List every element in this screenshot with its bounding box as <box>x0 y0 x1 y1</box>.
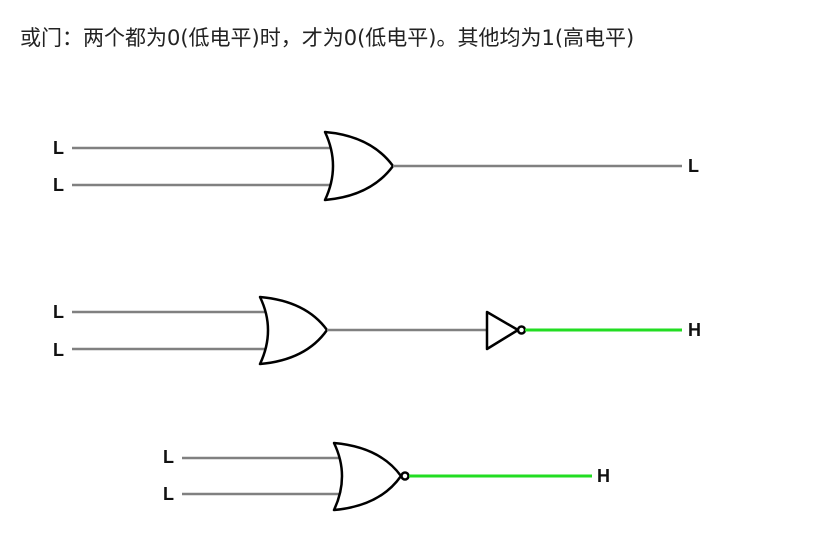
output-label: L <box>688 156 699 176</box>
nor-gate-icon <box>332 441 403 512</box>
or-gate-icon <box>323 130 395 202</box>
inversion-bubble-icon <box>400 471 410 481</box>
input-label: L <box>53 138 64 158</box>
not-gate-icon <box>485 310 520 351</box>
circuit-nor: L L H <box>163 441 610 512</box>
input-label: L <box>163 484 174 504</box>
circuit-or-not: L L H <box>53 295 701 366</box>
circuit-or: L L L <box>53 130 699 202</box>
input-label: L <box>53 340 64 360</box>
or-gate-icon <box>258 295 329 366</box>
output-label: H <box>688 320 701 340</box>
input-label: L <box>163 447 174 467</box>
input-label: L <box>53 302 64 322</box>
inversion-bubble-icon <box>516 325 527 335</box>
caption-text: 或门：两个都为0(低电平)时，才为0(低电平)。其他均为1(高电平) <box>20 26 635 50</box>
input-label: L <box>53 175 64 195</box>
output-label: H <box>597 466 610 486</box>
